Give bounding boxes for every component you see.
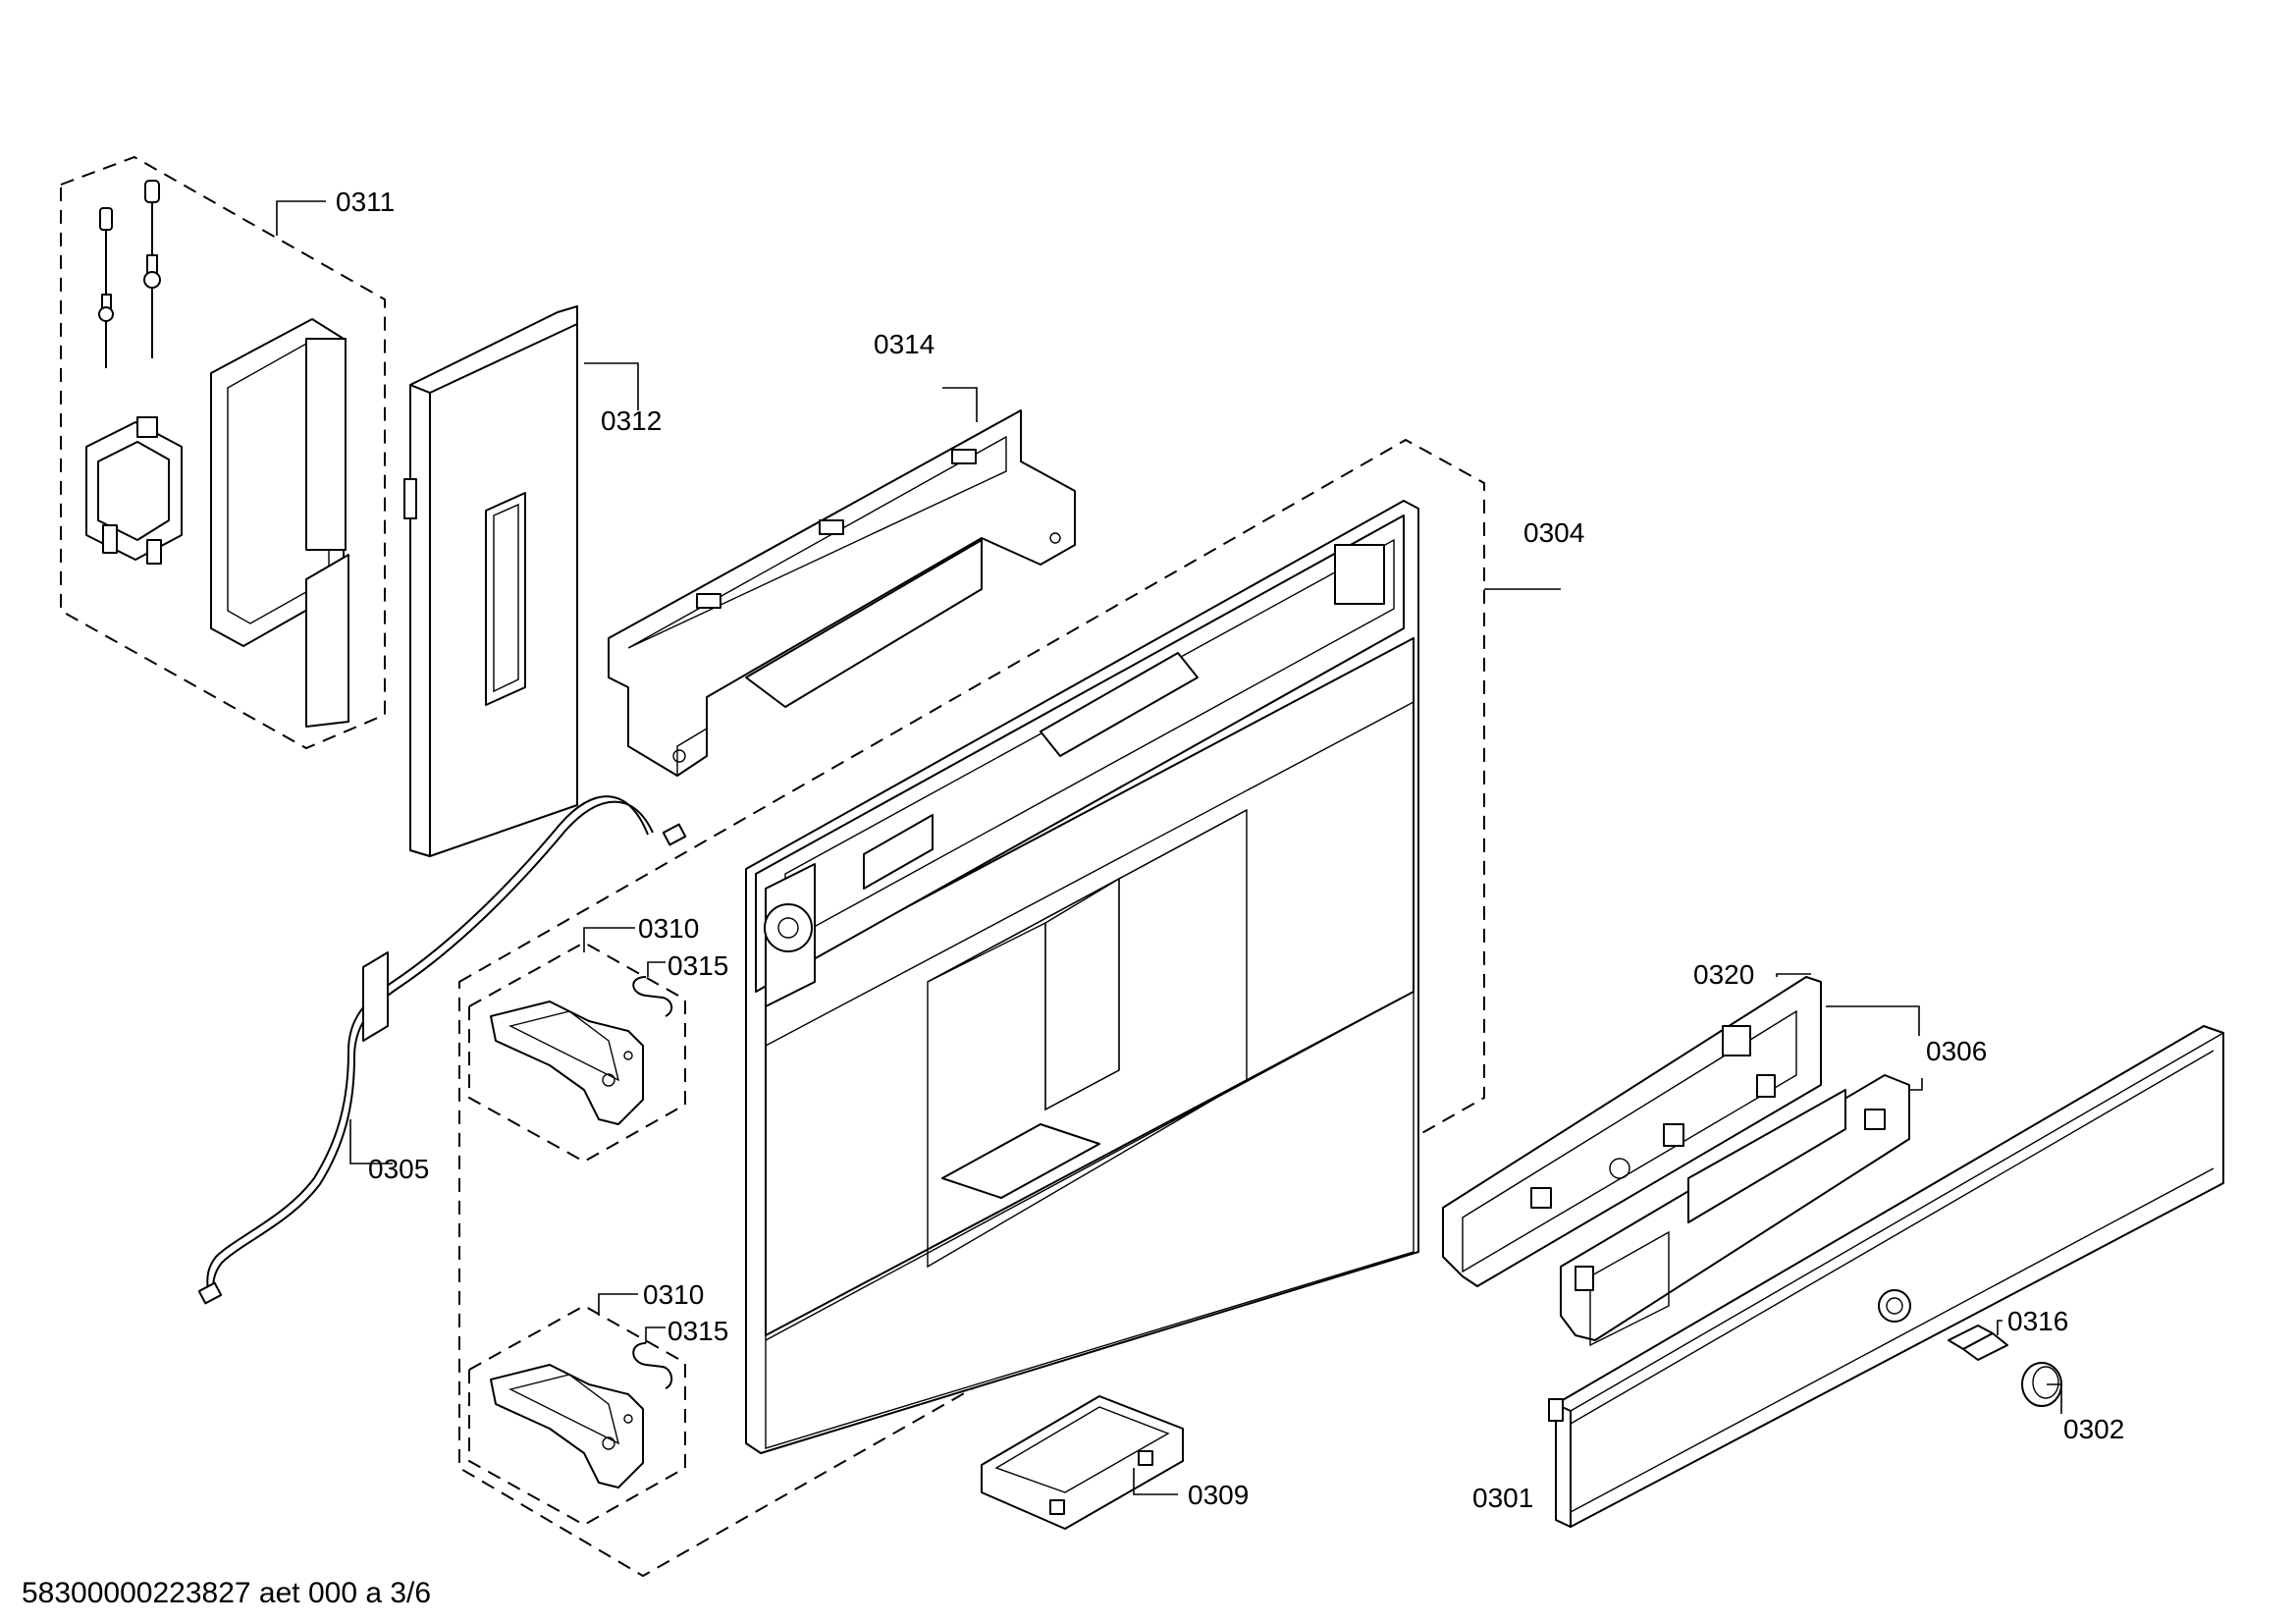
drawing-id-footer: 58300000223827 aet 000 a 3/6 bbox=[22, 1577, 431, 1609]
callout-0306: 0306 bbox=[1926, 1036, 1987, 1066]
pin-part-0316 bbox=[1948, 1325, 2008, 1361]
group-0304-outline bbox=[458, 438, 1485, 1578]
callout-0311: 0311 bbox=[336, 187, 395, 217]
main-frame-part-0304 bbox=[745, 500, 1419, 1454]
leader-lines bbox=[276, 200, 2062, 1495]
callout-0314: 0314 bbox=[874, 329, 934, 359]
group-0311-outline bbox=[60, 155, 386, 750]
callout-0312: 0312 bbox=[601, 406, 662, 436]
cable-part-0305 bbox=[197, 795, 687, 1305]
pcb-part-0306 bbox=[1560, 1074, 1910, 1347]
callout-0315-lower: 0315 bbox=[667, 1316, 728, 1346]
rod-part-0311 bbox=[98, 180, 161, 368]
callout-0302: 0302 bbox=[2063, 1414, 2124, 1444]
callout-0316: 0316 bbox=[2007, 1306, 2068, 1336]
callout-0310-upper: 0310 bbox=[638, 913, 699, 944]
callout-0301: 0301 bbox=[1472, 1483, 1533, 1513]
callout-0304: 0304 bbox=[1523, 517, 1584, 548]
clip-part-0315-lower bbox=[632, 1342, 673, 1389]
callout-0315-upper: 0315 bbox=[667, 950, 728, 981]
tray-part-0309 bbox=[981, 1395, 1184, 1530]
callout-0310-lower: 0310 bbox=[643, 1279, 704, 1310]
hinge-part-0310-upper bbox=[490, 1001, 644, 1125]
callout-0309: 0309 bbox=[1188, 1480, 1249, 1510]
rail-part-0314 bbox=[608, 409, 1076, 778]
callout-0305: 0305 bbox=[368, 1154, 429, 1184]
fascia-part-0301 bbox=[1548, 1025, 2224, 1528]
clip-part-0315-upper bbox=[632, 976, 673, 1017]
group-0310-lower-outline bbox=[468, 1304, 686, 1527]
hinge-part-0310-lower bbox=[490, 1364, 644, 1489]
bracket-part-0311 bbox=[85, 416, 183, 565]
carrier-part-0320 bbox=[1442, 976, 1822, 1287]
callout-0320: 0320 bbox=[1693, 959, 1754, 990]
panel-part-0312 bbox=[403, 305, 578, 857]
group-0310-upper-outline bbox=[468, 941, 686, 1164]
frame-part-0311 bbox=[210, 318, 349, 728]
